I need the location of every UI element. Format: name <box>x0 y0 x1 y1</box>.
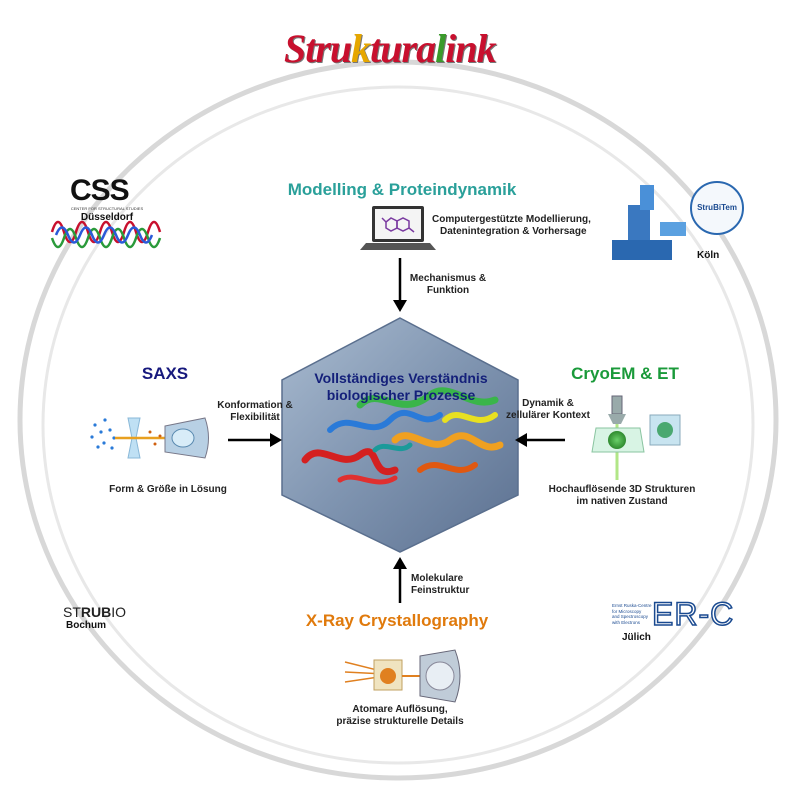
modelling-desc-line1: Computergestützte Modellierung, <box>432 214 591 225</box>
saxs-description: Form & Größe in Lösung <box>109 484 227 495</box>
strubio-name-c: IO <box>111 604 127 620</box>
css-logo: CSS <box>70 174 130 207</box>
strubio-city: Bochum <box>66 620 106 631</box>
erc-sub-line4: with Electrons <box>612 619 641 625</box>
saxs-icon <box>90 417 209 459</box>
erc-subtitle: Ernst Ruska-Centre for Microscopy and Sp… <box>612 603 652 625</box>
modelling-desc-line2: Datenintegration & Vorhersage <box>440 226 587 237</box>
logo-part-k: k <box>351 26 371 71</box>
strukturalink-logo: Strukturalink <box>284 26 497 72</box>
cryo-title: CryoEM & ET <box>571 364 679 383</box>
cryo-desc-line2: im nativen Zustand <box>576 496 668 507</box>
modelling-title: Modelling & Proteindynamik <box>287 180 517 199</box>
center-title-line1: Vollständiges Verständnis <box>314 370 488 386</box>
xray-title: X-Ray Crystallography <box>305 611 489 630</box>
center-title-line2: biologischer Prozesse <box>326 387 476 403</box>
strubio-logo: STRUBIO <box>63 604 126 620</box>
saxs-arrow-line2: Flexibilität <box>230 412 280 423</box>
cryo-icon <box>591 395 681 480</box>
strubitem-city: Köln <box>697 250 720 261</box>
cryo-desc-line1: Hochauflösende 3D Strukturen <box>548 484 696 495</box>
arrows <box>228 258 565 603</box>
xray-arrow-line2: Feinstruktur <box>411 585 470 596</box>
xray-arrow-label: Molekulare Feinstruktur <box>411 573 469 597</box>
logo-part-ink: ink <box>445 26 496 71</box>
strubitem-badge: StruBiTem <box>697 203 737 212</box>
css-subtitle: CENTER FOR STRUCTURAL STUDIES <box>70 206 144 211</box>
modelling-arrow-label: Mechanismus & Funktion <box>410 273 486 297</box>
inner-ring <box>41 85 755 765</box>
microscope-icon <box>612 181 744 260</box>
modelling-description: Computergestützte Modellierung, Datenint… <box>432 214 591 238</box>
erc-sub-line3: and Spectroscopy <box>612 614 649 619</box>
laptop-icon <box>360 206 436 250</box>
erc-sub-line1: Ernst Ruska-Centre <box>612 603 652 608</box>
center-title: Vollständiges Verständnis biologischer P… <box>314 370 487 404</box>
saxs-title: SAXS <box>141 364 189 383</box>
css-city: Düsseldorf <box>80 212 134 223</box>
modelling-arrow-line2: Funktion <box>426 285 470 296</box>
cryo-description: Hochauflösende 3D Strukturen im nativen … <box>549 484 696 508</box>
saxs-arrow-label: Konformation & Flexibilität <box>217 400 293 424</box>
xray-desc-line1: Atomare Auflösung, <box>352 704 448 715</box>
strubio-name-b: RUB <box>80 604 112 620</box>
logo-part-l: l <box>435 26 446 71</box>
erc-logo: ER-C <box>651 595 735 633</box>
protein-structure-icon <box>301 387 504 485</box>
saxs-arrow-line1: Konformation & <box>217 400 293 411</box>
erc-sub-line2: for Microscopy <box>612 608 642 614</box>
cryo-arrow-line2: zellulärer Kontext <box>506 410 590 421</box>
xray-arrow-line1: Molekulare <box>411 573 464 584</box>
logo-part-stru: Stru <box>284 26 352 71</box>
xray-icon <box>344 649 461 703</box>
cryo-arrow-label: Dynamik & zellulärer Kontext <box>506 398 590 422</box>
strubio-name-a: ST <box>63 604 81 620</box>
modelling-arrow-line1: Mechanismus & <box>409 273 487 284</box>
logo-part-tura: tura <box>370 26 436 71</box>
css-wave-icon <box>50 220 162 249</box>
outer-ring <box>17 59 779 781</box>
cryo-arrow-line1: Dynamik & <box>522 398 574 409</box>
erc-city: Jülich <box>622 632 651 643</box>
xray-description: Atomare Auflösung, präzise strukturelle … <box>336 704 463 728</box>
xray-desc-line2: präzise strukturelle Details <box>336 716 464 727</box>
